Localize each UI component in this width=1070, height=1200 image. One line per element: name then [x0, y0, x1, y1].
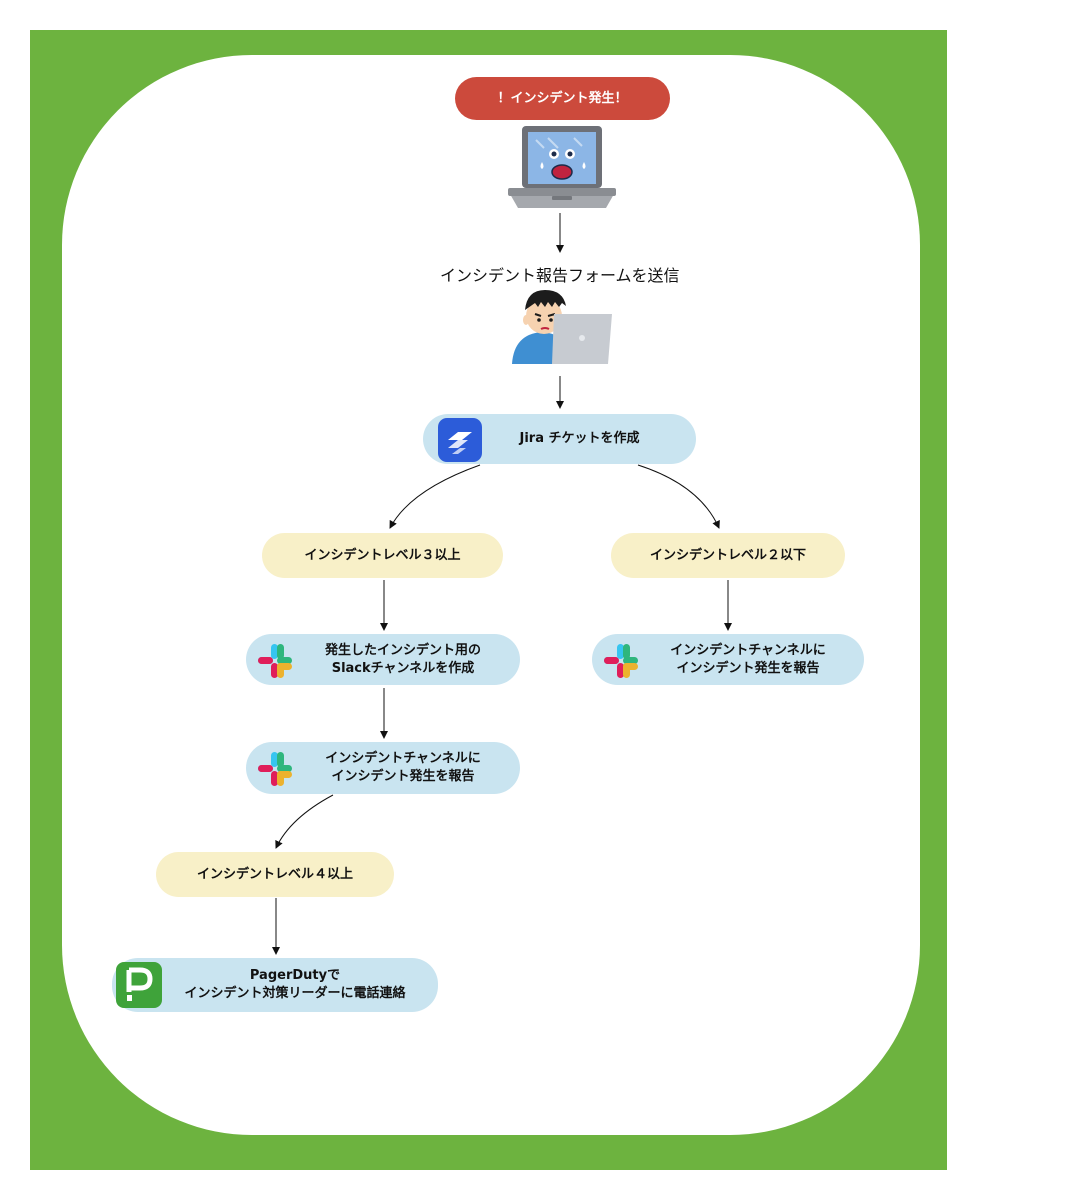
person-laptop-icon: [512, 290, 612, 364]
pagerduty-icon: [116, 962, 162, 1008]
submit-form-label: インシデント報告フォームを送信: [440, 266, 680, 285]
incident-start-node: ！インシデント発生！: [455, 77, 670, 120]
pagerduty-call-node: PagerDutyで インシデント対策リーダーに電話連絡: [112, 958, 438, 1012]
incident-level-3-plus-node: インシデントレベル３以上: [262, 533, 503, 578]
slack-report-left-line1: インシデントチャンネルに: [325, 751, 481, 767]
slack-icon: [604, 644, 638, 678]
incident-level-4-plus-node: インシデントレベル４以上: [156, 852, 394, 897]
jira-icon: [438, 418, 482, 462]
slack-icon: [258, 752, 292, 786]
laptop-panic-icon: [508, 126, 616, 208]
incident-start-label: ！インシデント発生！: [497, 90, 628, 106]
slack-icon: [258, 644, 292, 678]
slack-report-right-line2: インシデント発生を報告: [676, 660, 820, 676]
diagram-canvas: [62, 55, 920, 1135]
incident-level-2-minus-node: インシデントレベル２以下: [611, 533, 845, 578]
jira-ticket-label: Jira チケットを作成: [519, 431, 640, 447]
edge-report-level4: [275, 794, 334, 849]
slack-report-right-line1: インシデントチャンネルに: [670, 642, 826, 658]
edge-jira-high: [389, 464, 481, 529]
pagerduty-line2: インシデント対策リーダーに電話連絡: [184, 986, 406, 1001]
incident-level-2-minus-label: インシデントレベル２以下: [649, 547, 806, 563]
slack-report-left-line2: インシデント発生を報告: [331, 769, 475, 784]
slack-create-line2: Slackチャンネルを作成: [331, 660, 475, 676]
submit-form-step: インシデント報告フォームを送信: [440, 262, 680, 286]
edge-jira-low: [637, 464, 720, 529]
incident-level-3-plus-label: インシデントレベル３以上: [304, 547, 461, 563]
incident-level-4-plus-label: インシデントレベル４以上: [196, 866, 353, 882]
pagerduty-line1: PagerDutyで: [249, 968, 341, 984]
slack-create-line1: 発生したインシデント用の: [324, 642, 481, 658]
